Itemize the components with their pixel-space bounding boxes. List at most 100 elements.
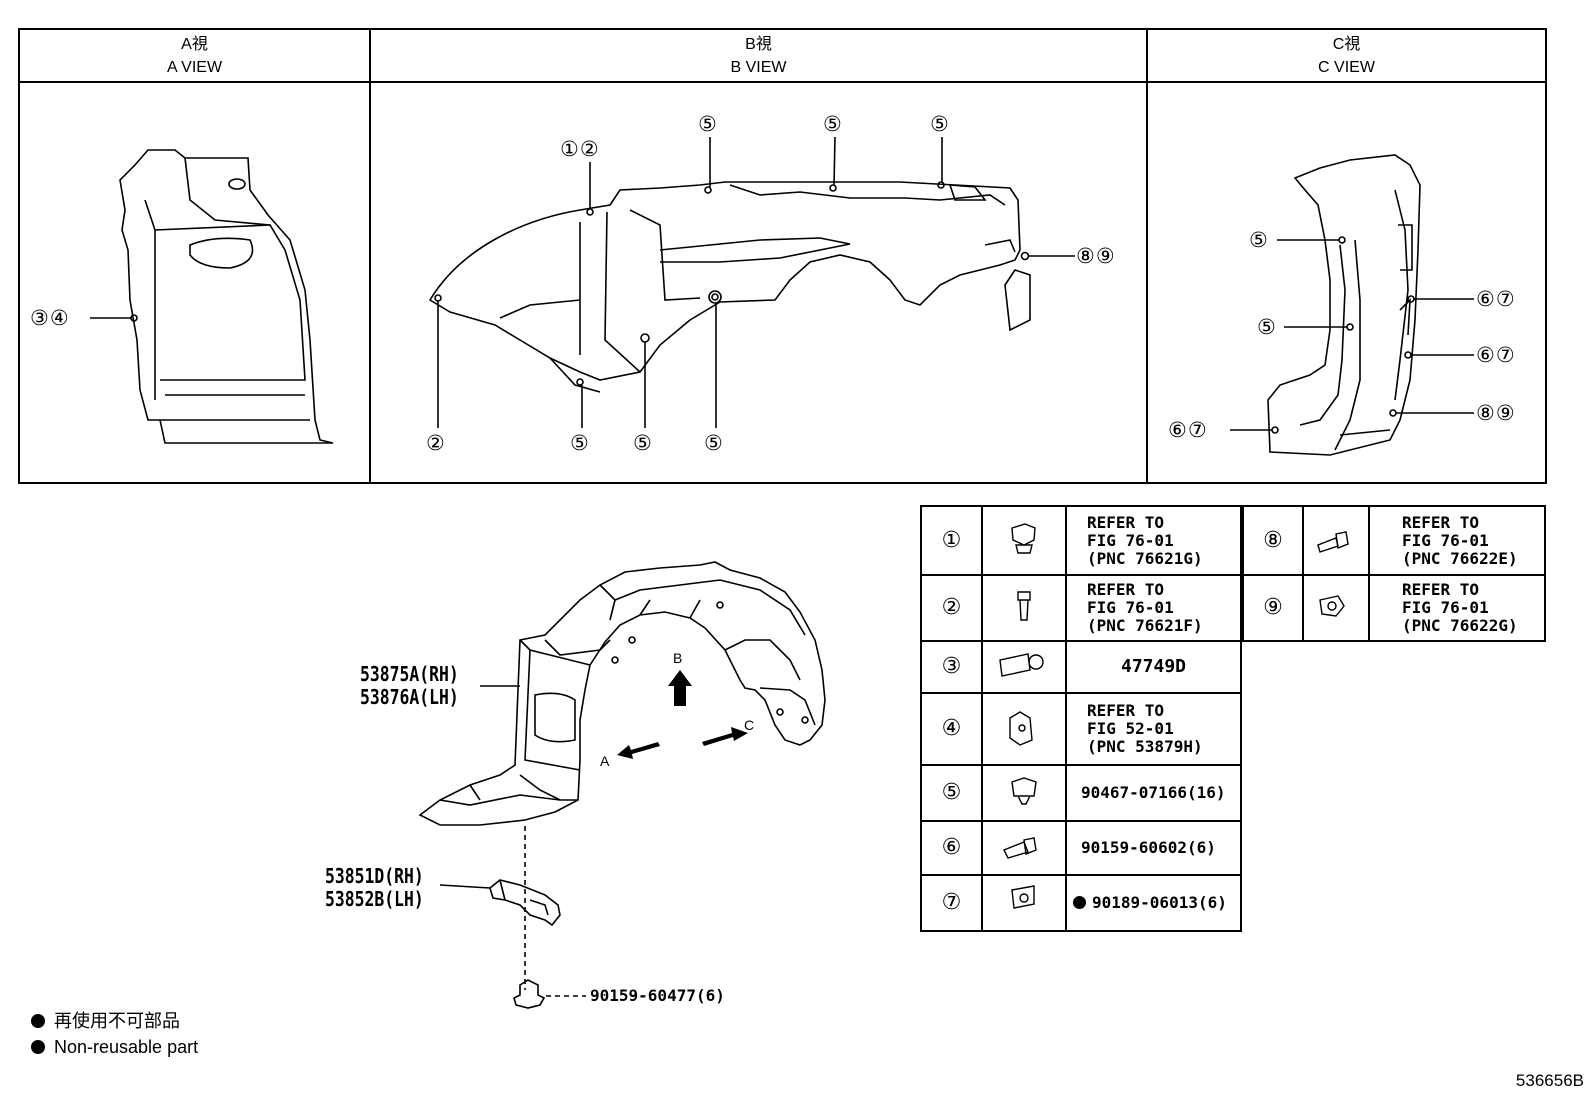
row-desc: REFER TO FIG 76-01 (PNC 76621F) xyxy=(1065,574,1242,642)
c-view-title-jp: C視 xyxy=(1332,36,1361,53)
bolt-label: 90159-60477(6) xyxy=(590,986,725,1005)
row-num: ⑥ xyxy=(920,820,983,876)
desc-line: (PNC 53879H) xyxy=(1087,737,1203,756)
c-view-title: C視 C VIEW xyxy=(1147,33,1546,79)
bolt-icon xyxy=(981,820,1067,876)
row-num: ② xyxy=(920,574,983,642)
view-frame xyxy=(18,28,1547,484)
parts-table-right: ⑧ REFER TO FIG 76-01 (PNC 76622E) ⑨ REFE… xyxy=(1242,505,1546,642)
view-arrows xyxy=(617,670,748,759)
bracket-rh-label: 53851D(RH) xyxy=(325,864,424,888)
desc-line: REFER TO xyxy=(1402,512,1480,532)
desc-line: (PNC 76621F) xyxy=(1087,616,1203,635)
clip-icon xyxy=(981,505,1067,576)
row-desc: REFER TO FIG 52-01 (PNC 53879H) xyxy=(1065,692,1242,766)
desc-line: 90189-06013(6) xyxy=(1092,893,1227,912)
push-clip-icon xyxy=(981,764,1067,822)
callout-b-5a: ⑤ xyxy=(698,112,718,136)
callout-c-67a: ⑥⑦ xyxy=(1476,287,1516,311)
desc-line: REFER TO xyxy=(1087,580,1165,599)
desc-line: (PNC 76621G) xyxy=(1087,548,1203,568)
b-view-title-jp: B視 xyxy=(745,36,772,53)
legend: 再使用不可部品 Non-reusable part xyxy=(30,1008,198,1060)
row-num: ⑧ xyxy=(1242,505,1304,576)
b-view-liner-drawing xyxy=(428,136,1075,428)
row-desc: REFER TO FIG 76-01 (PNC 76622E) xyxy=(1368,505,1546,576)
c-view-title-en: C VIEW xyxy=(1318,59,1375,76)
arrow-c-label: C xyxy=(744,717,755,733)
a-view-title: A視 A VIEW xyxy=(19,33,370,79)
desc-line: FIG 76-01 xyxy=(1087,530,1174,550)
table-row: ④ REFER TO FIG 52-01 (PNC 53879H) xyxy=(920,692,1242,766)
row-num: ④ xyxy=(920,692,983,766)
callout-c-5a: ⑤ xyxy=(1249,228,1269,252)
row-num: ① xyxy=(920,505,983,576)
row-desc: REFER TO FIG 76-01 (PNC 76621G) xyxy=(1065,505,1242,576)
callout-b-5d: ⑤ xyxy=(570,431,590,455)
a-view-title-jp: A視 xyxy=(181,36,208,53)
desc-line: REFER TO xyxy=(1402,580,1480,599)
tapping-screw-icon xyxy=(1302,505,1370,576)
callout-c-67c: ⑥⑦ xyxy=(1168,418,1208,442)
liner-lh-label: 53876A(LH) xyxy=(360,685,459,709)
arrow-b-label: B xyxy=(673,650,683,666)
liner-rh-label: 53875A(RH) xyxy=(360,662,459,686)
table-row: ② REFER TO FIG 76-01 (PNC 76621F) xyxy=(920,574,1242,642)
desc-line: FIG 52-01 xyxy=(1087,719,1174,738)
desc-line: (PNC 76622G) xyxy=(1402,616,1518,635)
nut-icon xyxy=(1302,574,1370,642)
row-desc: 90467-07166(16) xyxy=(1065,764,1242,822)
bracket-drawing xyxy=(439,879,561,927)
table-row: ⑤ 90467-07166(16) xyxy=(920,764,1242,822)
legend-en: Non-reusable part xyxy=(54,1037,199,1057)
desc-line: REFER TO xyxy=(1087,512,1165,532)
parts-table-left: ① REFER TO FIG 76-01 (PNC 76621G) ② REFE… xyxy=(920,505,1242,932)
screw-grommet-icon xyxy=(981,640,1067,694)
b-view-title-en: B VIEW xyxy=(730,59,787,76)
table-row: ⑨ REFER TO FIG 76-01 (PNC 76622G) xyxy=(1242,574,1546,642)
row-num: ③ xyxy=(920,640,983,694)
desc-line: (PNC 76622E) xyxy=(1402,548,1518,568)
screw-icon xyxy=(981,574,1067,642)
main-liner-drawing xyxy=(418,561,826,990)
row-num: ⑤ xyxy=(920,764,983,822)
callout-c-67b: ⑥⑦ xyxy=(1476,343,1516,367)
callout-b-5e: ⑤ xyxy=(633,431,653,455)
legend-dots xyxy=(31,1014,45,1054)
non-reusable-dot-icon xyxy=(1073,896,1086,909)
grommet-icon xyxy=(981,874,1067,932)
table-row: ⑧ REFER TO FIG 76-01 (PNC 76622E) xyxy=(1242,505,1546,576)
desc-line: FIG 76-01 xyxy=(1402,598,1489,617)
a-view-liner-drawing xyxy=(90,149,334,444)
row-desc: 47749D xyxy=(1065,640,1242,694)
bolt-drawing xyxy=(513,979,586,1009)
desc-line: FIG 76-01 xyxy=(1402,530,1489,550)
table-row: ⑦ 90189-06013(6) xyxy=(920,874,1242,932)
table-row: ⑥ 90159-60602(6) xyxy=(920,820,1242,876)
table-row: ① REFER TO FIG 76-01 (PNC 76621G) xyxy=(920,505,1242,576)
legend-jp: 再使用不可部品 xyxy=(54,1011,180,1031)
nut-clip-icon xyxy=(981,692,1067,766)
callout-c-5b: ⑤ xyxy=(1257,315,1277,339)
callout-a-34: ③④ xyxy=(30,306,70,330)
callout-b-89: ⑧⑨ xyxy=(1076,244,1116,268)
row-desc: 90159-60602(6) xyxy=(1065,820,1242,876)
table-row: ③ 47749D xyxy=(920,640,1242,694)
row-desc: REFER TO FIG 76-01 (PNC 76622G) xyxy=(1368,574,1546,642)
row-desc: 90189-06013(6) xyxy=(1065,874,1242,932)
callout-b-2: ② xyxy=(426,431,446,455)
callout-b-5f: ⑤ xyxy=(704,431,724,455)
b-view-title: B視 B VIEW xyxy=(370,33,1147,79)
callout-b-5c: ⑤ xyxy=(930,112,950,136)
diagram-code: 536656B xyxy=(1515,1071,1584,1090)
callout-b-5b: ⑤ xyxy=(823,112,843,136)
a-view-title-en: A VIEW xyxy=(166,59,223,76)
bracket-lh-label: 53852B(LH) xyxy=(325,887,424,911)
row-num: ⑨ xyxy=(1242,574,1304,642)
desc-line: FIG 76-01 xyxy=(1087,598,1174,617)
row-num: ⑦ xyxy=(920,874,983,932)
arrow-a-label: A xyxy=(600,753,610,769)
callout-c-89: ⑧⑨ xyxy=(1476,401,1516,425)
callout-b-12: ①② xyxy=(560,137,600,161)
desc-line: REFER TO xyxy=(1087,701,1165,720)
